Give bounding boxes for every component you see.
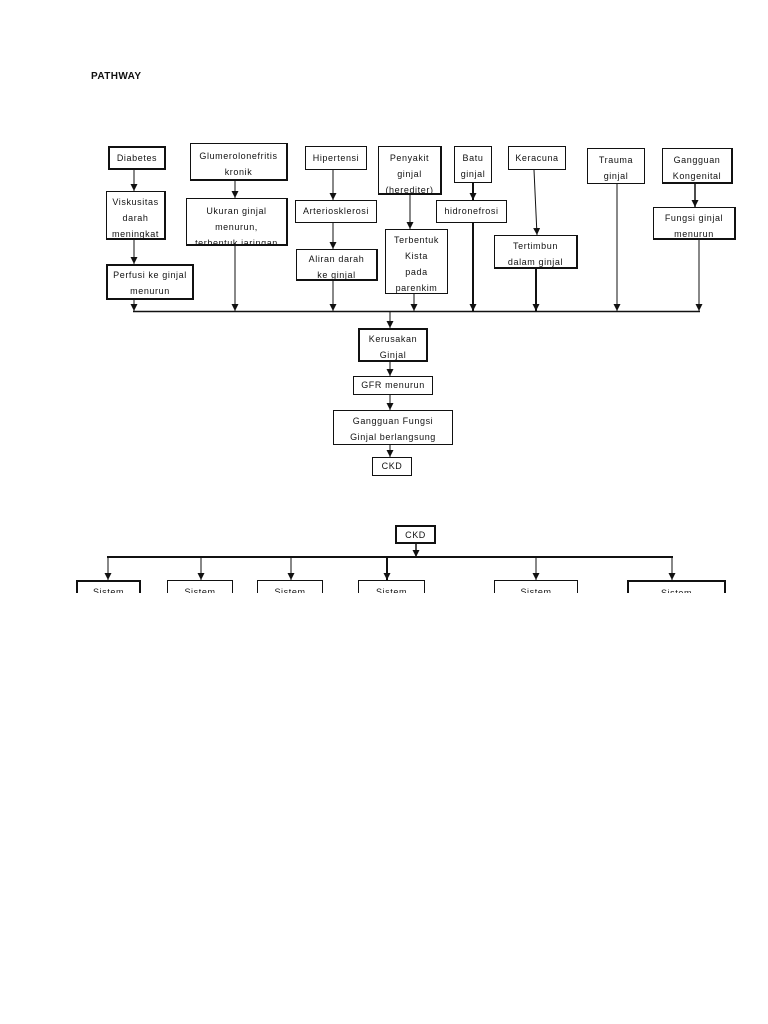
node-label: darah xyxy=(122,213,149,223)
node-sistem-5: Sistem xyxy=(494,580,578,593)
node-hipertensi: Hipertensi xyxy=(305,146,367,170)
node-label: (herediter) xyxy=(385,185,434,195)
node-label: Kongenital xyxy=(672,171,722,181)
node-label: Ginjal xyxy=(379,350,407,360)
node-arteriosklerosi: Arteriosklerosi xyxy=(295,200,377,223)
node-label: Glumerolonefritis xyxy=(199,151,278,161)
node-label: Batu xyxy=(462,153,484,163)
node-label: ke ginjal xyxy=(317,270,356,280)
node-label: Ginjal berlangsung xyxy=(350,432,436,442)
node-viskusitas-darah: Viskusitas darah meningkat xyxy=(106,191,166,240)
node-batu-ginjal: Batu ginjal xyxy=(454,146,492,183)
node-label: Sistem xyxy=(274,587,306,593)
node-label: Sistem xyxy=(184,587,216,593)
node-label: dalam ginjal xyxy=(507,257,564,267)
node-tertimbun: Tertimbun dalam ginjal xyxy=(494,235,578,269)
node-label: Trauma xyxy=(598,155,634,165)
node-label: terbentuk jaringan xyxy=(195,238,278,246)
node-label: Gangguan Fungsi xyxy=(352,416,434,426)
node-ukuran-ginjal: Ukuran ginjal menurun, terbentuk jaringa… xyxy=(186,198,288,246)
node-gangguan-fungsi-ginjal: Gangguan Fungsi Ginjal berlangsung xyxy=(333,410,453,445)
node-label: Ukuran ginjal xyxy=(206,206,267,216)
node-label: Viskusitas xyxy=(112,197,159,207)
node-sistem-1: Sistem xyxy=(76,580,141,593)
node-glumerolonefritis-kronik: Glumerolonefritis kronik xyxy=(190,143,288,181)
node-hidronefrosi: hidronefrosi xyxy=(436,200,507,223)
node-label: parenkim xyxy=(395,283,438,293)
node-keracuna: Keracuna xyxy=(508,146,566,170)
arrow-keracuna-to-tertimbun xyxy=(533,169,541,236)
node-ckd: CKD xyxy=(372,457,412,476)
node-perfusi-ginjal: Perfusi ke ginjal menurun xyxy=(106,264,194,300)
node-label: pada xyxy=(405,267,428,277)
node-gfr-menurun: GFR menurun xyxy=(353,376,433,395)
node-trauma-ginjal: Trauma ginjal xyxy=(587,148,645,184)
node-label: ginjal xyxy=(397,169,422,179)
page-heading: PATHWAY xyxy=(91,71,142,82)
node-label: Kerusakan xyxy=(368,334,418,344)
node-label: CKD xyxy=(405,530,426,540)
node-ckd-root: CKD xyxy=(395,525,436,544)
node-label: menurun, xyxy=(215,222,258,232)
node-sistem-4: Sistem xyxy=(358,580,425,593)
node-label: Sistem xyxy=(660,588,693,593)
node-fungsi-ginjal: Fungsi ginjal menurun xyxy=(653,207,736,240)
node-label: hidronefrosi xyxy=(444,206,499,216)
node-label: Diabetes xyxy=(116,153,158,163)
node-label: GFR menurun xyxy=(361,380,425,390)
node-label: Sistem xyxy=(375,587,408,593)
node-label: ginjal xyxy=(603,171,629,181)
connector-layer xyxy=(104,169,703,580)
node-label: Sistem xyxy=(520,587,552,593)
node-sistem-2: Sistem xyxy=(167,580,233,593)
node-label: Perfusi ke ginjal xyxy=(113,270,187,280)
node-diabetes: Diabetes xyxy=(108,146,166,170)
node-label: Penyakit xyxy=(389,153,430,163)
node-label: Kista xyxy=(404,251,428,261)
node-label: Aliran darah xyxy=(308,254,365,264)
node-kerusakan-ginjal: Kerusakan Ginjal xyxy=(358,328,428,362)
node-label: menurun xyxy=(674,229,714,239)
node-kista-parenkim: Terbentuk Kista pada parenkim xyxy=(385,229,448,294)
node-label: Arteriosklerosi xyxy=(302,206,369,216)
node-sistem-6: Sistem xyxy=(627,580,726,593)
node-label: CKD xyxy=(381,461,403,471)
node-label: ginjal xyxy=(460,169,486,179)
node-label: Keracuna xyxy=(515,153,559,163)
node-label: Terbentuk xyxy=(394,235,439,245)
node-sistem-3: Sistem xyxy=(257,580,323,593)
node-label: Tertimbun xyxy=(513,241,558,251)
node-label: Fungsi ginjal xyxy=(664,213,724,223)
node-label: meningkat xyxy=(112,229,159,239)
node-aliran-darah: Aliran darah ke ginjal xyxy=(296,249,378,281)
node-penyakit-ginjal-herediter: Penyakit ginjal (herediter) xyxy=(378,146,442,195)
node-label: kronik xyxy=(224,167,253,177)
node-gangguan-kongenital: Gangguan Kongenital xyxy=(662,148,733,184)
node-label: Hipertensi xyxy=(312,153,360,163)
node-label: menurun xyxy=(130,286,170,296)
node-label: Sistem xyxy=(92,587,125,593)
node-label: Gangguan xyxy=(673,155,721,165)
